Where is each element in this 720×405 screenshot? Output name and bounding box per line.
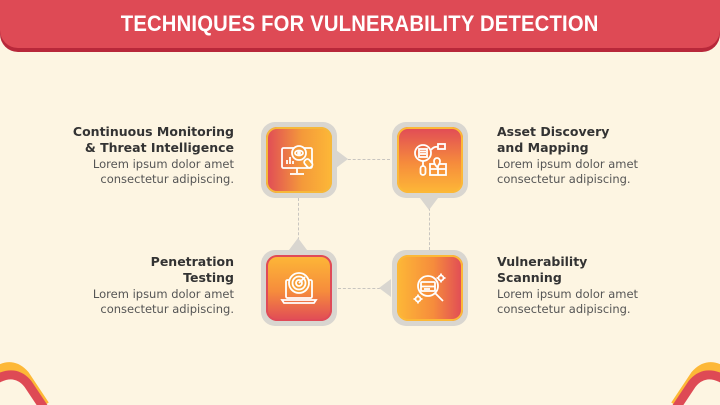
item-continuous-monitoring: Continuous Monitoring & Threat Intellige… [54,124,234,187]
item-description: Lorem ipsum dolor amet [497,157,639,171]
connector-left [298,198,299,250]
item-title: Continuous Monitoring [72,124,234,139]
item-description: consectetur adipiscing. [100,172,234,186]
connector-bottom [338,288,390,289]
item-title: Penetration [150,254,234,269]
connector-arrow-right [420,198,438,210]
connector-arrow-top [336,150,348,168]
connector-top [338,159,390,160]
monitor-eye-magnifier-icon [279,142,319,178]
item-title: & Threat Intelligence [84,140,234,155]
item-title: Scanning [497,270,562,285]
corner-wave-right [671,362,720,405]
item-title: Vulnerability [497,254,588,269]
item-title: Testing [183,270,234,285]
corner-wave-left [0,362,49,405]
item-asset-discovery: Asset Discovery and Mapping Lorem ipsum … [497,124,677,187]
connector-arrow-bottom [379,279,391,297]
item-title: Asset Discovery [497,124,610,139]
magnifier-map-pin-icon [410,142,450,178]
tile-vulnerability-scanning [392,250,468,326]
page-title: TECHNIQUES FOR VULNERABILITY DETECTION [121,11,599,36]
tile-penetration-testing [261,250,337,326]
laptop-radar-icon [279,270,319,306]
connector-arrow-left [289,238,307,250]
tile-continuous-monitoring [261,122,337,198]
item-description: Lorem ipsum dolor amet [497,287,639,301]
item-description: Lorem ipsum dolor amet [92,287,234,301]
connector-right [429,198,430,250]
item-description: consectetur adipiscing. [497,172,631,186]
header-banner: TECHNIQUES FOR VULNERABILITY DETECTION [0,0,720,48]
item-vulnerability-scanning: Vulnerability Scanning Lorem ipsum dolor… [497,254,677,317]
magnifier-server-gear-icon [410,270,450,306]
tile-asset-discovery [392,122,468,198]
item-penetration-testing: Penetration Testing Lorem ipsum dolor am… [54,254,234,317]
item-description: consectetur adipiscing. [100,302,234,316]
item-description: consectetur adipiscing. [497,302,631,316]
item-description: Lorem ipsum dolor amet [92,157,234,171]
item-title: and Mapping [497,140,589,155]
